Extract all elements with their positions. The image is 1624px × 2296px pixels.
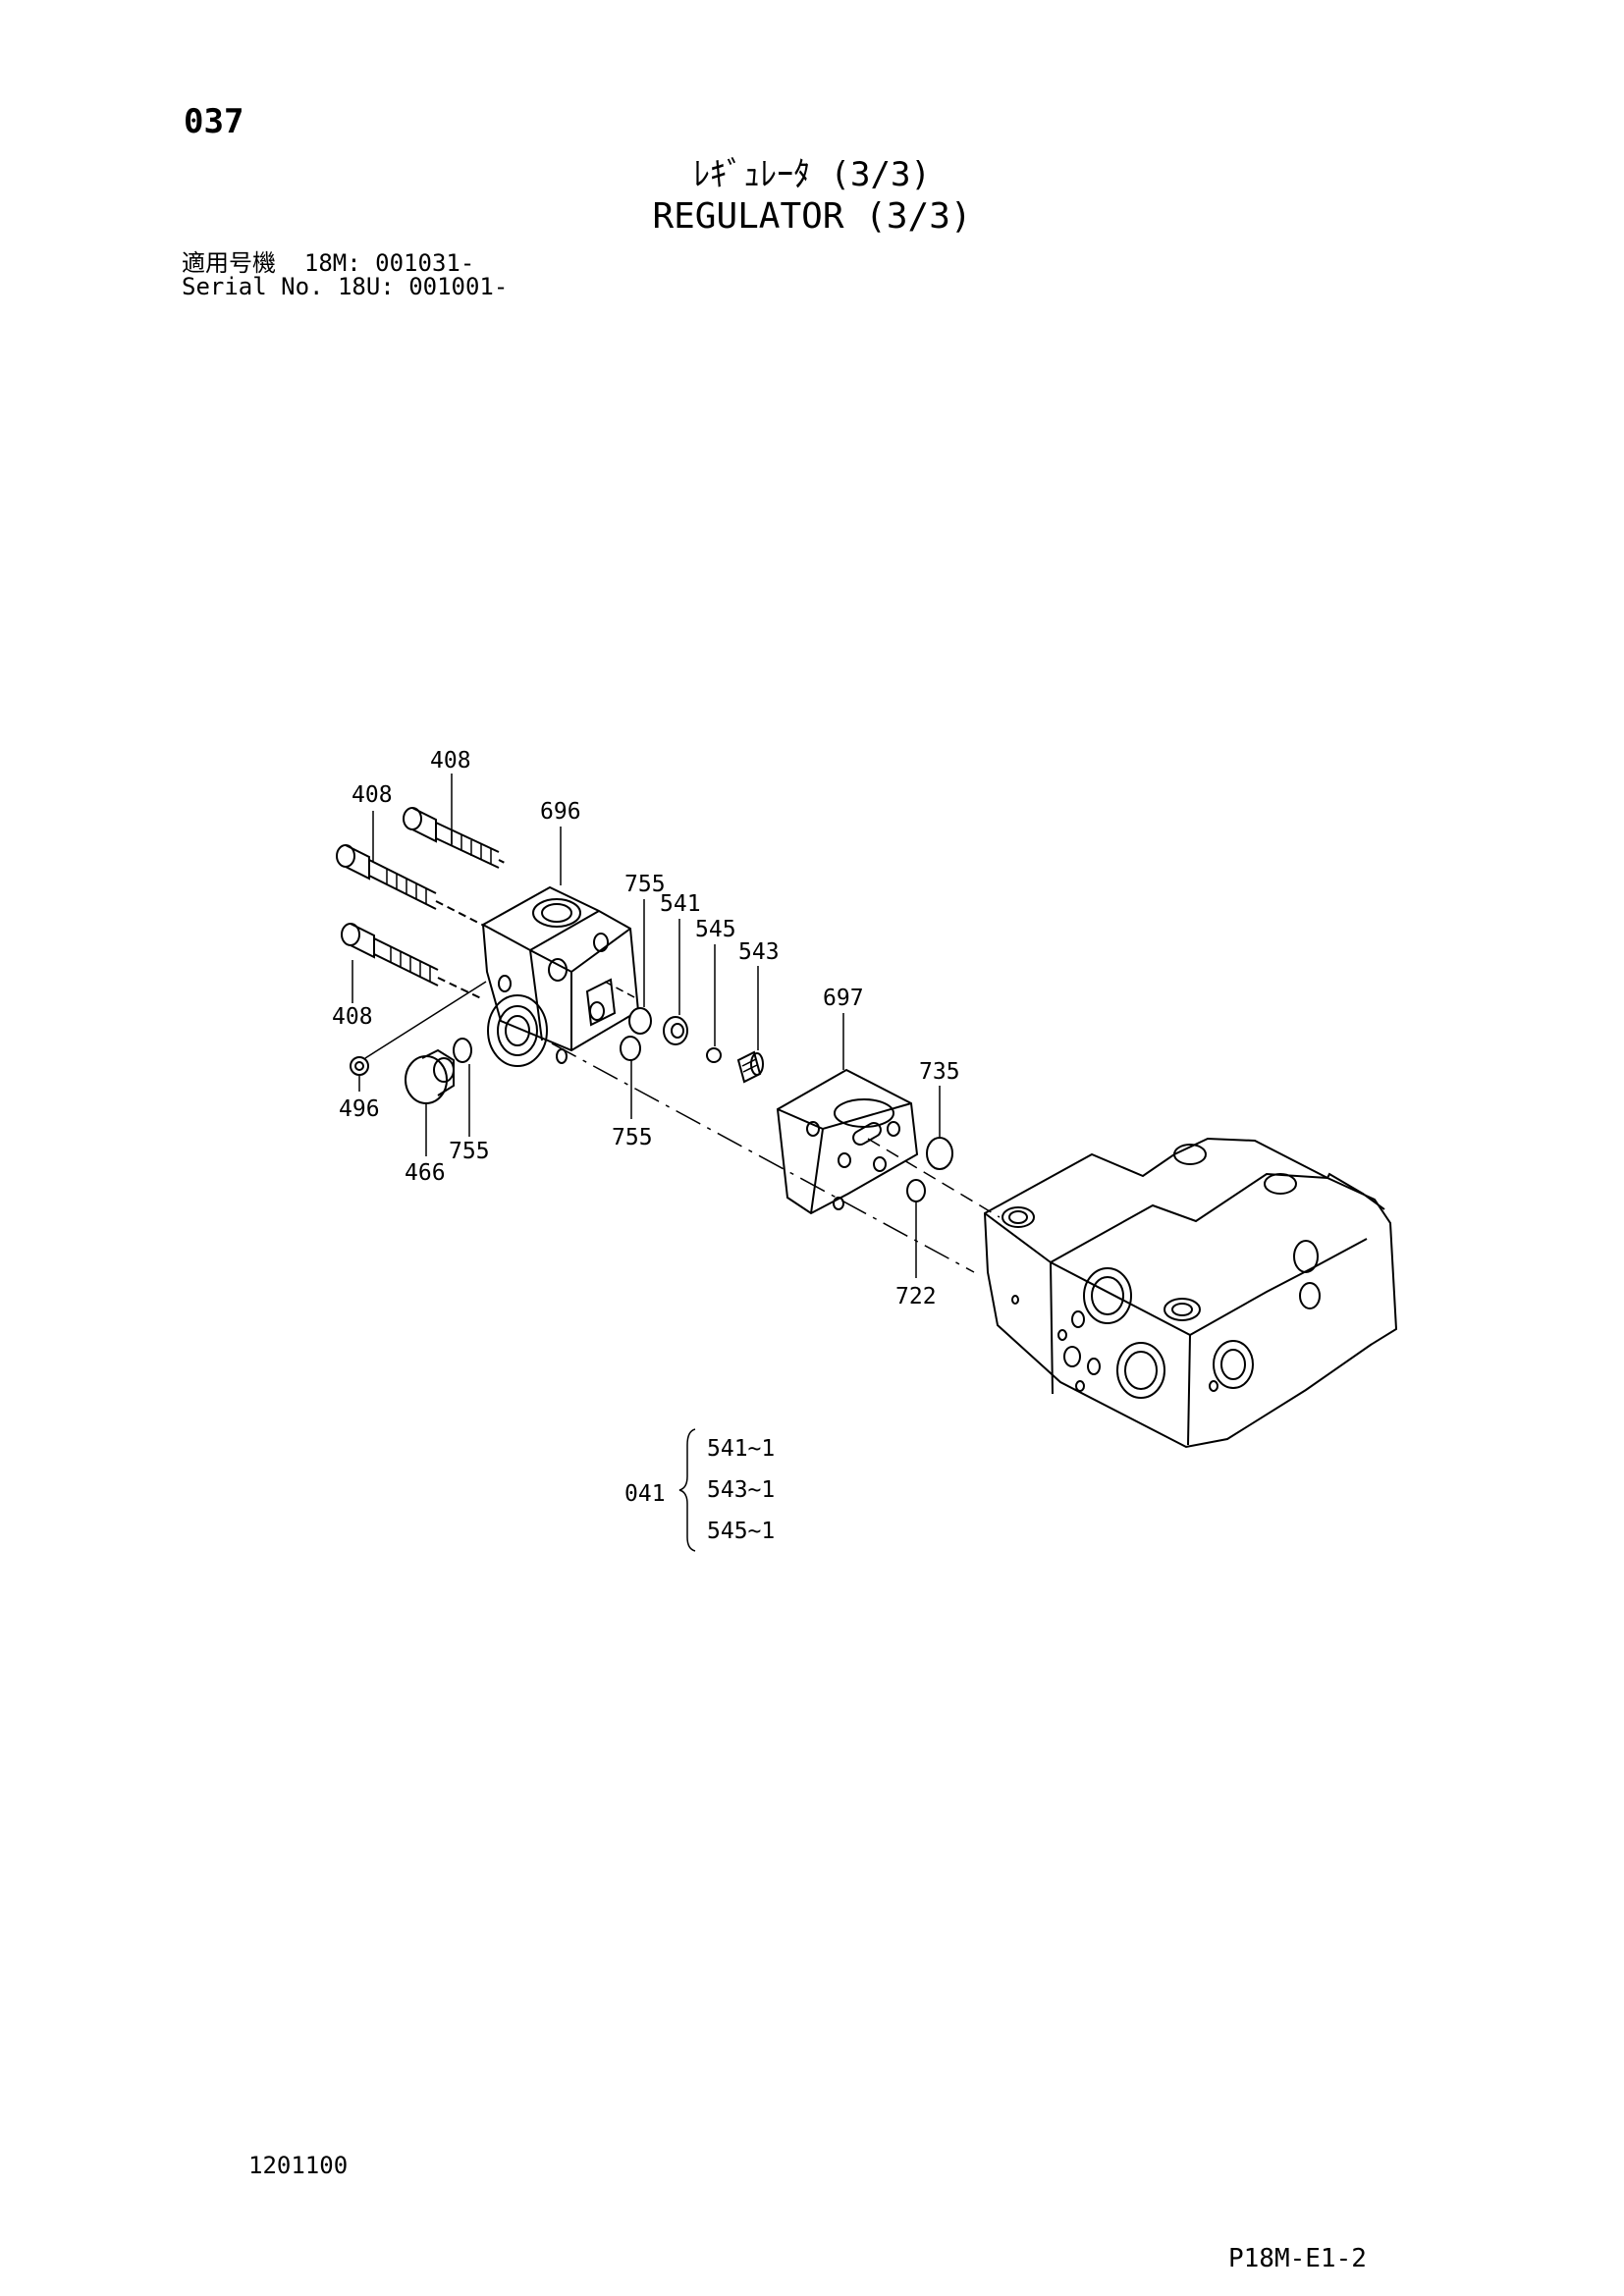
callout-466: 466	[405, 1160, 446, 1186]
page-reference: P18M-E1-2	[1228, 2244, 1367, 2273]
assembly-lines	[364, 981, 1001, 1273]
regulator-body-696[interactable]	[481, 885, 640, 1067]
leader-lines	[352, 774, 941, 1278]
callout-408-lower: 408	[332, 1004, 373, 1030]
oring-755-a[interactable]	[628, 1007, 652, 1035]
callout-755-b: 755	[449, 1139, 490, 1164]
kit-item-543: 543~1	[707, 1477, 775, 1503]
callout-697: 697	[823, 986, 864, 1011]
oring-755-c[interactable]	[620, 1036, 641, 1061]
serial-applicability: Serial No. 18U: 001001-	[182, 273, 509, 300]
oring-735[interactable]	[926, 1137, 953, 1170]
callout-722: 722	[895, 1284, 937, 1309]
kit-item-545: 545~1	[707, 1519, 775, 1544]
page-title: REGULATOR (3/3)	[652, 196, 972, 237]
ball-545[interactable]	[706, 1047, 722, 1063]
serial-applicability-jp: 適用号機 18M: 001031-	[182, 249, 475, 277]
callout-543: 543	[738, 939, 780, 965]
callout-408-middle: 408	[352, 782, 393, 808]
callout-755-a: 755	[624, 872, 666, 897]
oring-722[interactable]	[906, 1179, 926, 1202]
kit-number: 041	[624, 1481, 666, 1507]
page-title-japanese: ﾚｷﾞｭﾚｰﾀ (3/3)	[693, 155, 931, 194]
pump-housing	[983, 1137, 1398, 1449]
callout-755-c: 755	[612, 1125, 653, 1150]
kit-brace	[678, 1428, 696, 1552]
kit-041: 041 541~1 543~1 545~1	[624, 1428, 775, 1552]
sleeve-543[interactable]	[736, 1050, 764, 1084]
seat-541[interactable]	[663, 1016, 688, 1045]
bolt-408-middle[interactable]	[336, 844, 487, 928]
page-number: 037	[184, 102, 244, 141]
callout-408-top: 408	[430, 748, 471, 774]
plug-466[interactable]	[405, 1048, 455, 1104]
callout-496: 496	[339, 1096, 380, 1122]
bolt-408-lower[interactable]	[341, 923, 484, 1000]
cover-697[interactable]	[776, 1068, 919, 1215]
kit-item-541: 541~1	[707, 1436, 775, 1462]
callout-541: 541	[660, 891, 701, 917]
oring-755-b[interactable]	[453, 1038, 472, 1063]
callout-696: 696	[540, 799, 581, 825]
bolt-408-top[interactable]	[403, 807, 508, 869]
callout-735: 735	[919, 1059, 960, 1085]
drawing-code: 1201100	[248, 2152, 349, 2179]
plug-496[interactable]	[350, 1056, 369, 1076]
callout-545: 545	[695, 917, 736, 942]
